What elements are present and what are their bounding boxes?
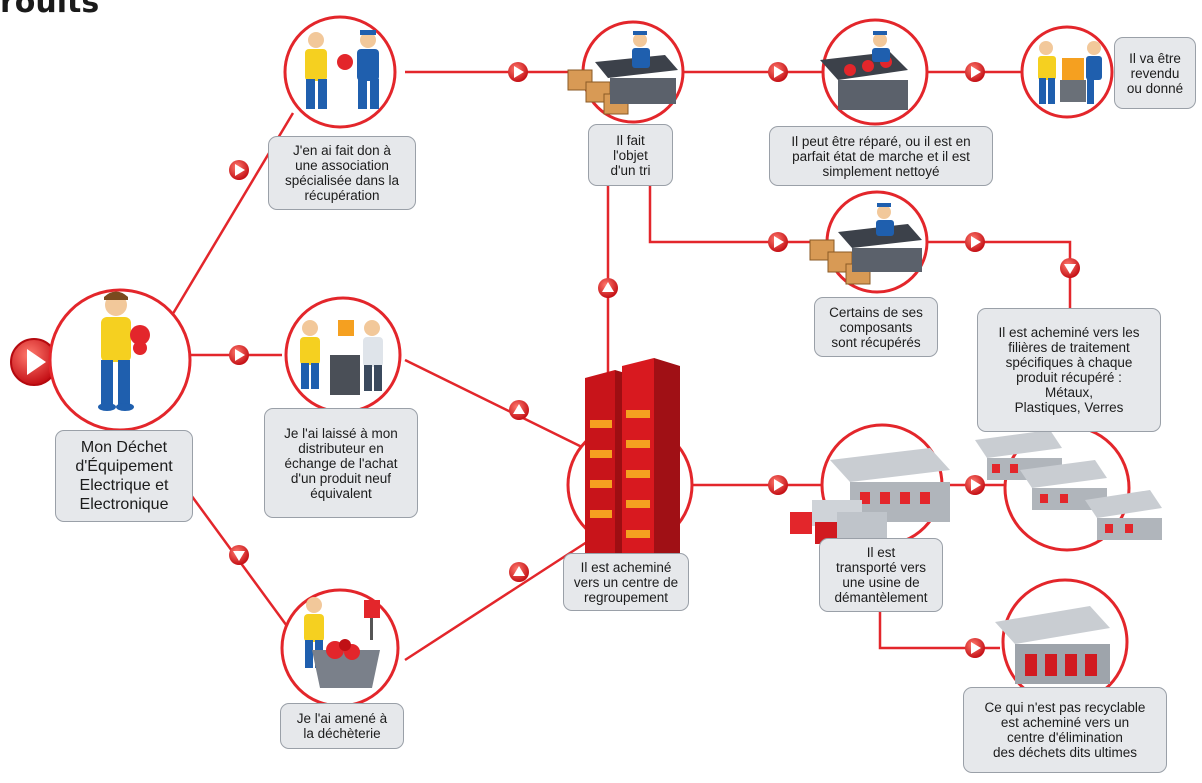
bin-icon bbox=[312, 639, 380, 688]
filieres-label: Il est acheminé vers les filières de tra… bbox=[977, 308, 1161, 432]
filieres-circle bbox=[975, 424, 1162, 552]
factory-icon bbox=[995, 606, 1110, 684]
arrow-right-icon bbox=[965, 475, 985, 495]
repare-label: Il peut être réparé, ou il est en parfai… bbox=[769, 126, 993, 186]
regroupement-circle bbox=[566, 358, 694, 606]
person-icon bbox=[98, 291, 150, 411]
start-label: Mon Déchet d'Équipement Electrique et El… bbox=[55, 430, 193, 522]
decheterie-circle bbox=[280, 588, 400, 708]
arrow-right-icon bbox=[229, 345, 249, 365]
factory-icon bbox=[975, 430, 1162, 540]
usine-circle bbox=[790, 423, 950, 547]
page-title-fragment: rouits bbox=[0, 0, 100, 20]
arrow-right-icon bbox=[229, 160, 249, 180]
sign-icon bbox=[364, 600, 380, 618]
arrow-right-icon bbox=[965, 638, 985, 658]
line-usine-elimination bbox=[878, 612, 1000, 650]
don-label: J'en ai fait don à une association spéci… bbox=[268, 136, 416, 210]
repare-circle bbox=[820, 18, 929, 126]
distributeur-label: Je l'ai laissé à mon distributeur en éch… bbox=[264, 408, 418, 518]
line-distributeur-regroupement bbox=[404, 358, 589, 452]
crate-icon bbox=[809, 239, 871, 285]
arrow-right-icon bbox=[965, 62, 985, 82]
factory-icon bbox=[830, 448, 950, 522]
rack-icon bbox=[585, 358, 680, 606]
arrow-up-icon bbox=[509, 562, 529, 582]
box-icon bbox=[1062, 58, 1084, 80]
transporte-label: Il est transporté vers une usine de déma… bbox=[819, 538, 943, 612]
decheterie-label: Je l'ai amené à la déchèterie bbox=[280, 703, 404, 749]
arrow-right-icon bbox=[768, 62, 788, 82]
start-circle bbox=[48, 288, 192, 432]
arrow-down-icon bbox=[229, 545, 249, 565]
line-tri-composants bbox=[648, 186, 823, 244]
counter-icon bbox=[330, 355, 360, 395]
worker-icon bbox=[1086, 41, 1102, 104]
connector-lines bbox=[163, 70, 1072, 662]
box-icon bbox=[338, 320, 354, 336]
regroupement-label: Il est acheminé vers un centre de regrou… bbox=[563, 553, 689, 611]
truck-icon bbox=[790, 500, 887, 544]
don-circle bbox=[283, 15, 397, 129]
person-icon bbox=[1038, 41, 1056, 104]
revendu-label: Il va être revendu ou donné bbox=[1114, 37, 1196, 109]
composants-label: Certains de ses composants sont récupéré… bbox=[814, 297, 938, 357]
arrow-right-icon bbox=[508, 62, 528, 82]
worker-icon bbox=[337, 30, 379, 109]
person-icon bbox=[363, 320, 383, 391]
worker-icon bbox=[876, 203, 894, 236]
arrow-right-icon bbox=[768, 475, 788, 495]
elimination-circle bbox=[995, 578, 1129, 706]
arrow-right-icon bbox=[768, 232, 788, 252]
tri-circle bbox=[567, 20, 685, 124]
arrow-markers bbox=[229, 62, 1080, 658]
arrow-down-icon bbox=[1060, 258, 1080, 278]
tri-label: Il fait l'objet d'un tri bbox=[588, 124, 673, 186]
worker-icon bbox=[872, 31, 890, 62]
play-icon bbox=[10, 338, 58, 386]
arrow-up-icon bbox=[598, 278, 618, 298]
person-icon bbox=[300, 320, 320, 389]
arrow-right-icon bbox=[965, 232, 985, 252]
worker-icon bbox=[632, 31, 650, 68]
line-composants-filieres bbox=[927, 240, 1072, 308]
distributeur-circle bbox=[284, 296, 402, 414]
line-decheterie-regroupement bbox=[404, 538, 591, 662]
elimination-label: Ce qui n'est pas recyclable est acheminé… bbox=[963, 687, 1167, 773]
composants-circle bbox=[809, 190, 929, 294]
revendu-circle bbox=[1020, 25, 1114, 119]
person-icon bbox=[305, 32, 327, 109]
arrow-up-icon bbox=[509, 400, 529, 420]
